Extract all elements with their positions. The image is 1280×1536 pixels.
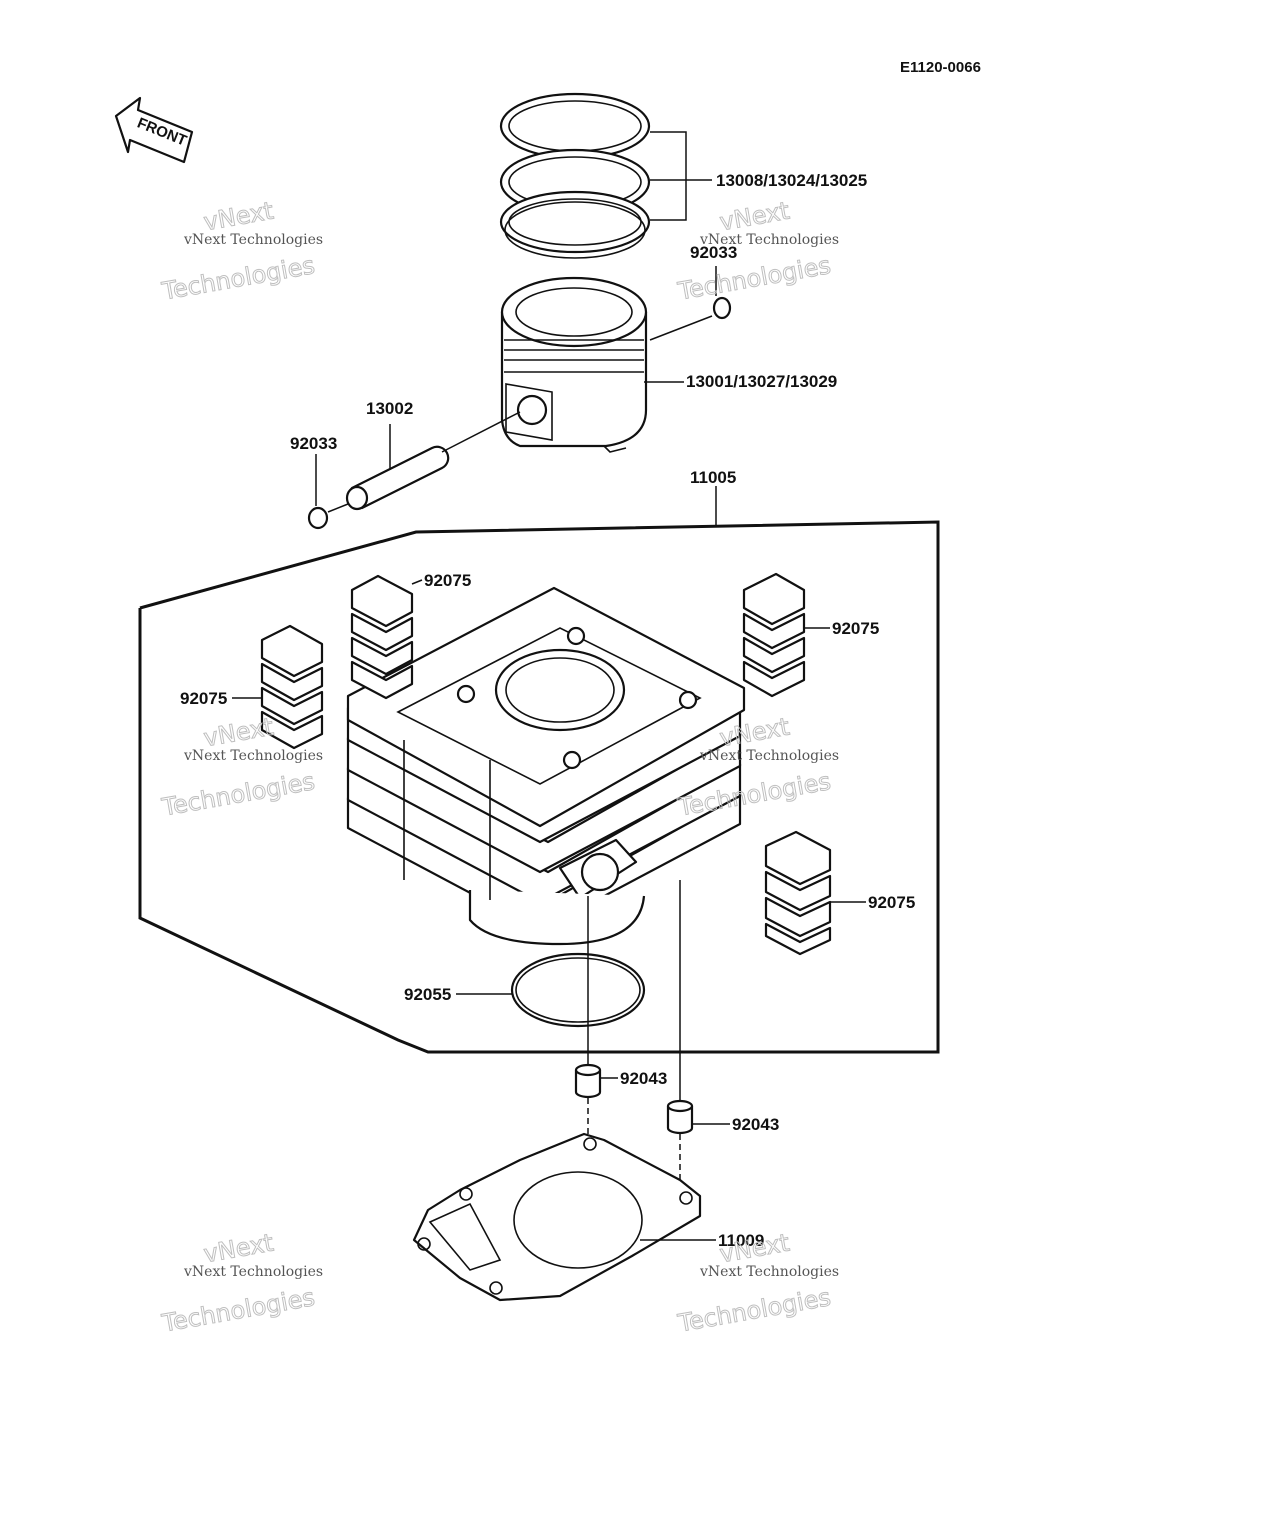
piston-pin (345, 445, 450, 511)
svg-text:vNext: vNext (202, 197, 276, 237)
label-dowel-left: 92043 (620, 1069, 667, 1088)
base-gasket (412, 1132, 702, 1302)
svg-text:Technologies: Technologies (159, 251, 317, 306)
circlip-right (712, 296, 732, 320)
label-damper-top-right: 92075 (832, 619, 879, 638)
damper-right (764, 830, 832, 956)
pin-axis (441, 411, 521, 453)
front-arrow-icon: FRONT (114, 96, 194, 164)
svg-text:vNext: vNext (718, 197, 792, 237)
damper-left (260, 624, 324, 750)
rings-bracket (650, 131, 687, 221)
damper-top-left (350, 574, 414, 700)
svg-text:Technologies: Technologies (159, 767, 317, 822)
circlip-left (307, 506, 329, 530)
label-piston: 13001/13027/13029 (686, 372, 837, 391)
cylinder-block (346, 586, 746, 946)
label-pin: 13002 (366, 399, 413, 418)
label-clip-right: 92033 (690, 243, 737, 262)
label-damper-top-left: 92075 (424, 571, 471, 590)
svg-text:vNext Technologies: vNext Technologies (699, 1264, 839, 1280)
piston-rings (499, 92, 651, 259)
svg-text:vNext Technologies: vNext Technologies (183, 1264, 323, 1280)
svg-text:vNext Technologies: vNext Technologies (699, 748, 839, 764)
svg-text:vNext Technologies: vNext Technologies (699, 232, 839, 248)
o-ring (510, 952, 646, 1028)
label-gasket: 11009 (718, 1231, 764, 1250)
damper-top-right (742, 572, 806, 698)
svg-text:vNext: vNext (202, 1229, 276, 1269)
clip-right-axis (649, 315, 713, 341)
label-dowel-right: 92043 (732, 1115, 779, 1134)
label-oring: 92055 (404, 985, 451, 1004)
dowel-pin-right (666, 1099, 694, 1135)
diagram-code: E1120-0066 (900, 59, 981, 76)
watermark-5: vNext vNext Technologies Technologies (159, 1228, 323, 1338)
svg-text:vNext: vNext (202, 713, 276, 753)
label-damper-right: 92075 (868, 893, 915, 912)
label-damper-left: 92075 (180, 689, 227, 708)
watermark-1: vNext vNext Technologies Technologies (159, 196, 323, 306)
dowel-pin-left (574, 1063, 602, 1099)
svg-text:Technologies: Technologies (675, 1283, 833, 1338)
watermark-6: vNext vNext Technologies Technologies (675, 1228, 839, 1338)
label-cylinder: 11005 (690, 468, 736, 487)
label-clip-left: 92033 (290, 434, 337, 453)
cylinder-assembly-frame (138, 520, 940, 1054)
clip-left-axis (327, 503, 349, 513)
piston (500, 276, 648, 453)
svg-text:vNext Technologies: vNext Technologies (183, 748, 323, 764)
label-rings: 13008/13024/13025 (716, 171, 867, 190)
svg-text:Technologies: Technologies (159, 1283, 317, 1338)
damper-tl-leader (411, 579, 423, 585)
svg-text:vNext Technologies: vNext Technologies (183, 232, 323, 248)
